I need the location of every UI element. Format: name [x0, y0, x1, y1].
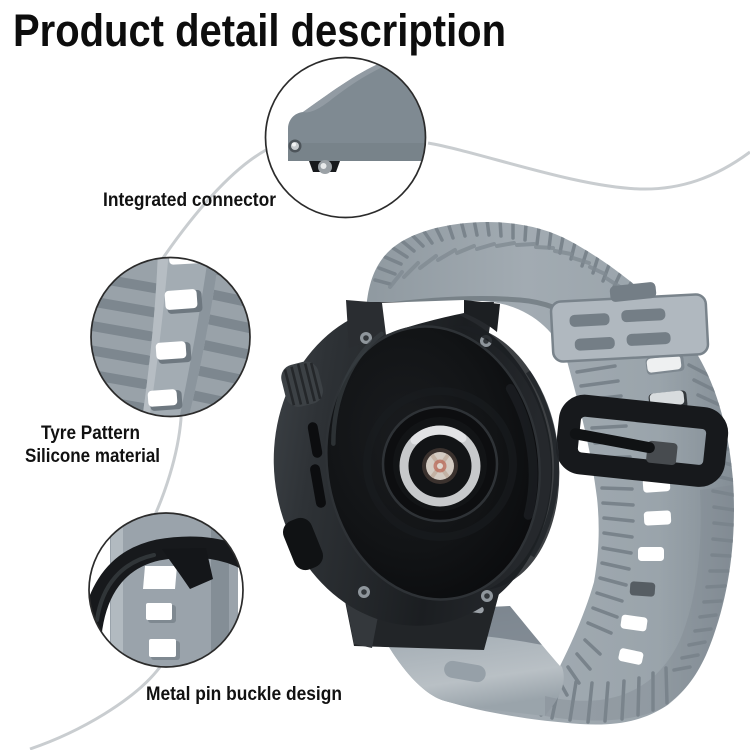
svg-text:Tyre Pattern: Tyre Pattern	[41, 422, 140, 444]
svg-text:Integrated connector: Integrated connector	[103, 189, 276, 211]
svg-text:Product detail description: Product detail description	[13, 5, 506, 56]
svg-text:Silicone material: Silicone material	[25, 445, 160, 467]
svg-text:Metal pin buckle design: Metal pin buckle design	[146, 683, 342, 705]
